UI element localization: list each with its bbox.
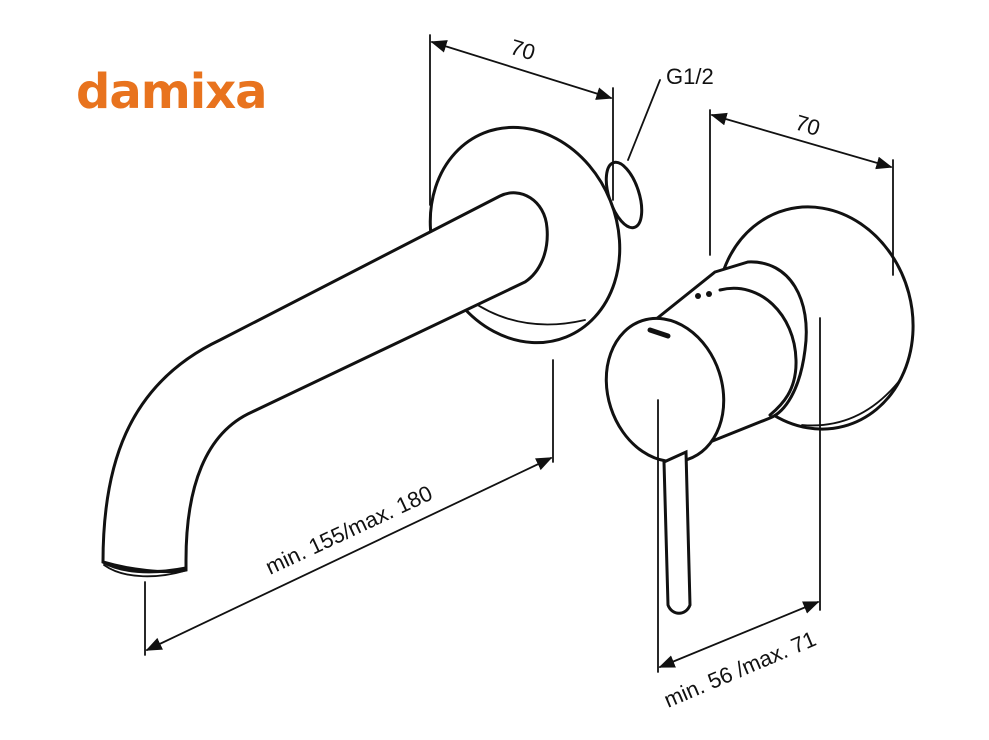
dim-spout-projection: min. 155/max. 180 bbox=[262, 480, 437, 579]
dimension-lines bbox=[144, 34, 894, 673]
brand-logo: damixa bbox=[76, 64, 267, 120]
cap-marker bbox=[647, 327, 671, 339]
mixer-lever bbox=[662, 449, 692, 615]
mixer-assembly bbox=[604, 205, 915, 615]
dim-mixer-rosette: 70 bbox=[792, 110, 823, 141]
spout-body bbox=[101, 191, 549, 574]
dim-spout-rosette: 70 bbox=[507, 34, 538, 65]
dim-thread: G1/2 bbox=[666, 64, 714, 89]
dim-mixer-depth: min. 56 /max. 71 bbox=[660, 626, 819, 713]
